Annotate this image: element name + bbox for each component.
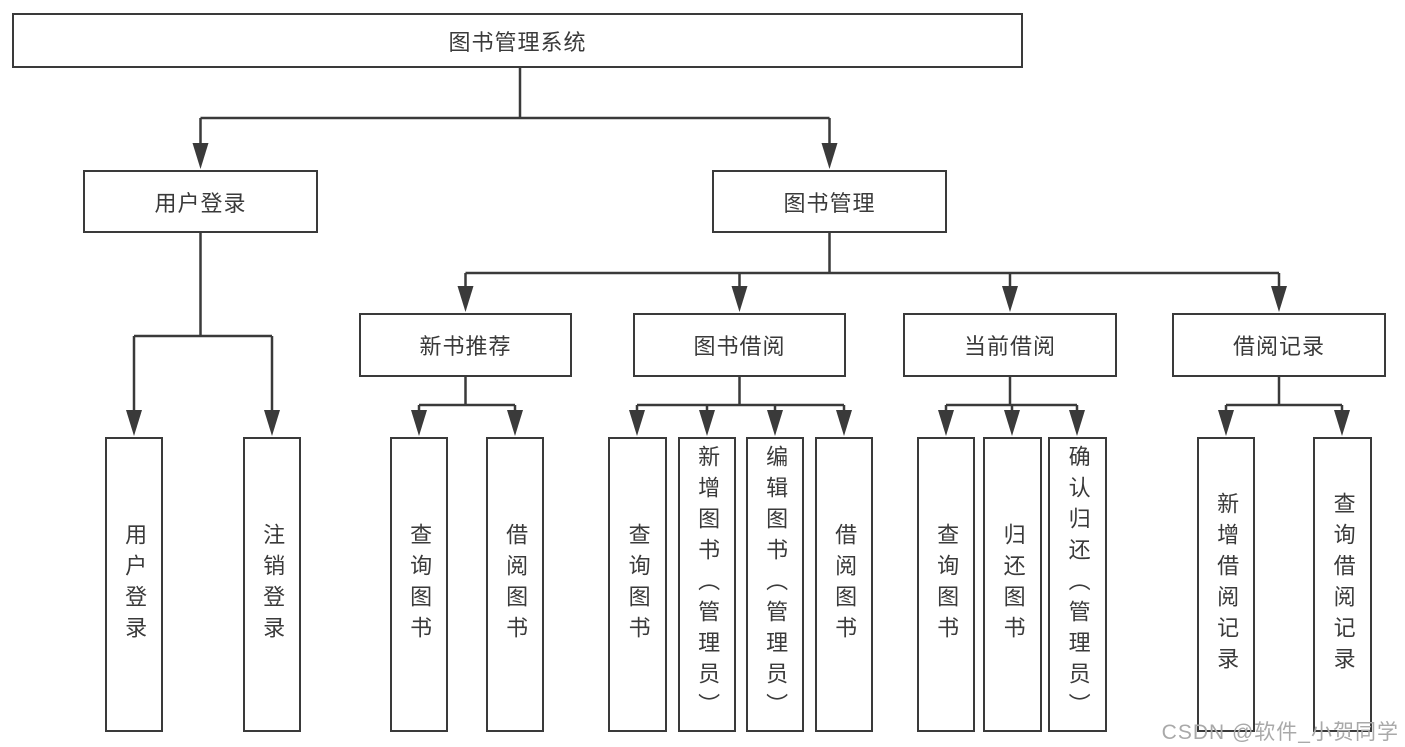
node-user-login: 用户登录 bbox=[83, 170, 318, 233]
leaf-label: 借阅图书 bbox=[832, 522, 858, 647]
node-new-book-recommendation: 新书推荐 bbox=[359, 313, 572, 377]
leaf-user-login: 用户登录 bbox=[105, 437, 163, 732]
node-book-management-system: 图书管理系统 bbox=[12, 13, 1023, 68]
node-book-management: 图书管理 bbox=[712, 170, 947, 233]
leaf-query-borrow-record: 查询借阅记录 bbox=[1313, 437, 1372, 732]
leaf-query-books: 查询图书 bbox=[917, 437, 975, 732]
node-label: 借阅记录 bbox=[1232, 334, 1325, 359]
leaf-add-borrow-record: 新增借阅记录 bbox=[1197, 437, 1255, 732]
leaf-query-books: 查询图书 bbox=[608, 437, 667, 732]
leaf-label: 借阅图书 bbox=[503, 522, 529, 647]
leaf-return-books: 归还图书 bbox=[983, 437, 1042, 732]
node-borrowing-records: 借阅记录 bbox=[1172, 313, 1386, 377]
leaf-label: 新增图书（管理员） bbox=[695, 445, 721, 724]
leaf-label: 确认归还（管理员） bbox=[1065, 445, 1091, 724]
leaf-logout: 注销登录 bbox=[243, 437, 301, 732]
leaf-label: 查询借阅记录 bbox=[1330, 491, 1356, 678]
leaf-label: 查询图书 bbox=[625, 522, 651, 647]
leaf-label: 查询图书 bbox=[407, 522, 433, 647]
leaf-label: 用户登录 bbox=[122, 522, 148, 647]
node-label: 用户登录 bbox=[154, 190, 247, 216]
leaf-label: 归还图书 bbox=[1000, 522, 1026, 647]
watermark: CSDN @软件_小贺同学 bbox=[1161, 721, 1399, 744]
leaf-edit-books-admin: 编辑图书（管理员） bbox=[746, 437, 804, 732]
leaf-borrow-books: 借阅图书 bbox=[815, 437, 873, 732]
leaf-confirm-return-admin: 确认归还（管理员） bbox=[1048, 437, 1107, 732]
node-label: 图书管理系统 bbox=[448, 29, 587, 55]
leaf-add-books-admin: 新增图书（管理员） bbox=[678, 437, 736, 732]
node-label: 当前借阅 bbox=[963, 334, 1056, 359]
node-book-borrowing: 图书借阅 bbox=[633, 313, 846, 377]
leaf-label: 新增借阅记录 bbox=[1214, 491, 1240, 678]
leaf-query-books: 查询图书 bbox=[390, 437, 448, 732]
leaf-label: 查询图书 bbox=[934, 522, 960, 647]
leaf-label: 注销登录 bbox=[260, 522, 286, 647]
node-label: 图书借阅 bbox=[693, 334, 786, 359]
node-label: 图书管理 bbox=[783, 190, 876, 216]
node-current-borrowing: 当前借阅 bbox=[903, 313, 1117, 377]
leaf-label: 编辑图书（管理员） bbox=[763, 445, 789, 724]
leaf-borrow-books: 借阅图书 bbox=[486, 437, 544, 732]
node-label: 新书推荐 bbox=[419, 334, 512, 359]
